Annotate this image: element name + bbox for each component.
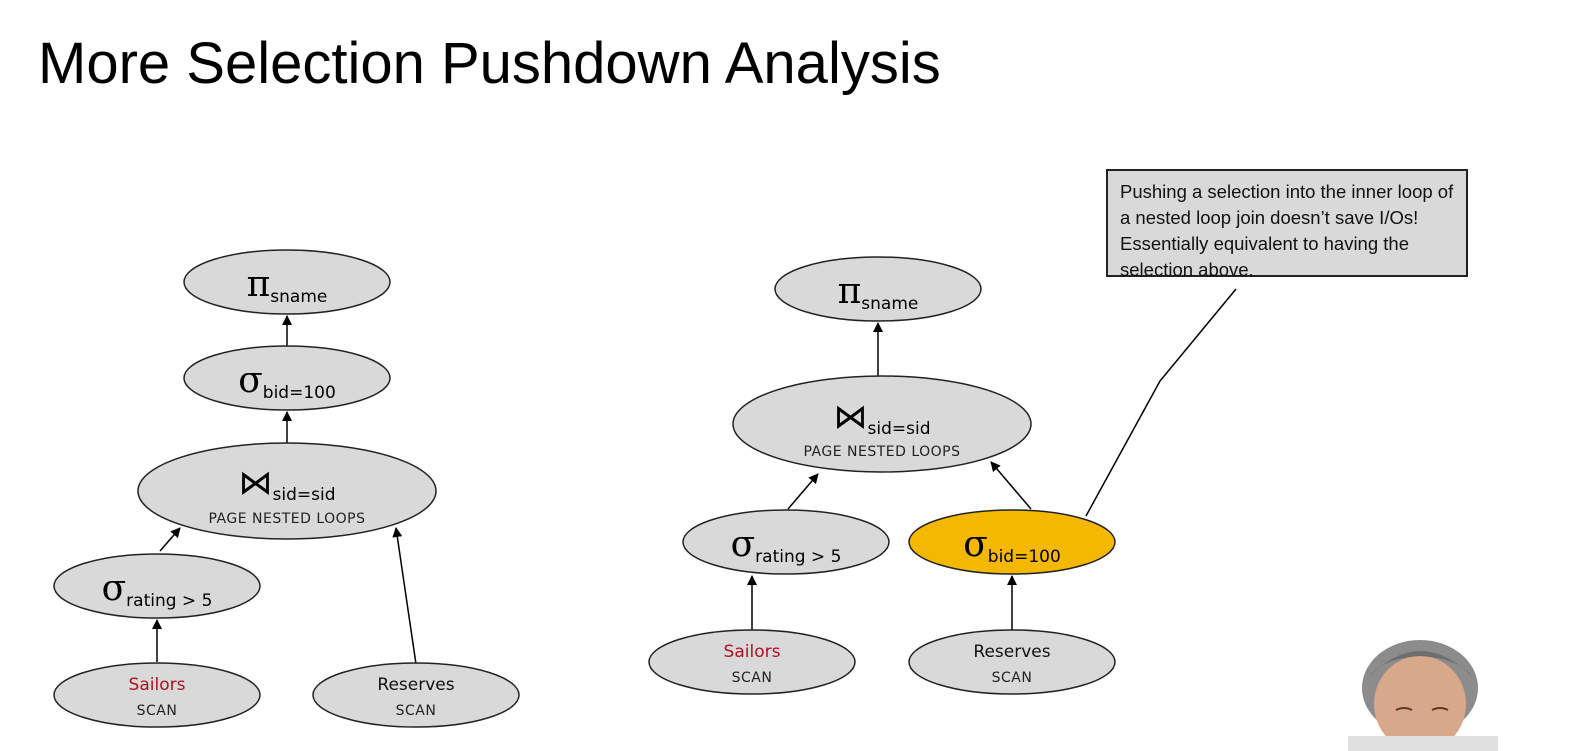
right-project-attribute: sname xyxy=(861,294,918,314)
svg-text:πsname: πsname xyxy=(838,271,919,314)
left-sailors-scan-node: Sailors SCAN xyxy=(53,662,261,728)
right-join-method: PAGE NESTED LOOPS xyxy=(803,444,960,460)
left-sailors-method: SCAN xyxy=(137,703,178,719)
right-select-rating-operator: σ xyxy=(731,524,756,565)
right-join-operator: ⋈ xyxy=(834,397,868,437)
left-select-rating-predicate: rating > 5 xyxy=(126,591,212,611)
right-select-bid-predicate: bid=100 xyxy=(988,547,1061,567)
left-join-method: PAGE NESTED LOOPS xyxy=(208,511,365,527)
right-select-bid-operator: σ xyxy=(963,524,988,565)
callout-box: Pushing a selection into the inner loop … xyxy=(1106,169,1468,280)
svg-text:σbid=100: σbid=100 xyxy=(238,360,336,403)
svg-text:⋈sid=sid: ⋈sid=sid xyxy=(239,463,336,505)
left-project-node: πsname xyxy=(183,249,391,315)
edge-right-select-bid-to-join xyxy=(990,461,1032,510)
right-select-rating-node: σrating > 5 xyxy=(682,509,890,575)
right-select-bid-node-highlighted: σbid=100 xyxy=(908,509,1116,575)
left-select-bid-operator: σ xyxy=(238,360,263,401)
left-join-predicate: sid=sid xyxy=(273,485,336,505)
slide-title: More Selection Pushdown Analysis xyxy=(38,31,941,96)
left-select-rating-operator: σ xyxy=(102,568,127,609)
edge-right-rating-to-join xyxy=(787,473,819,510)
callout-pointer-line xyxy=(1085,288,1237,517)
right-sailors-scan-node: Sailors SCAN xyxy=(648,629,856,695)
left-reserves-scan-node: Reserves SCAN xyxy=(312,662,520,728)
left-project-attribute: sname xyxy=(270,287,327,307)
svg-text:⋈sid=sid: ⋈sid=sid xyxy=(834,397,931,439)
left-select-bid-node: σbid=100 xyxy=(183,345,391,411)
left-plan: πsname σbid=100 ⋈sid=sid PAGE NESTED LOO… xyxy=(53,249,520,728)
svg-text:πsname: πsname xyxy=(247,264,328,307)
right-reserves-method: SCAN xyxy=(992,670,1033,686)
right-sailors-method: SCAN xyxy=(732,670,773,686)
svg-text:σrating > 5: σrating > 5 xyxy=(102,568,213,611)
left-select-rating-node: σrating > 5 xyxy=(53,553,261,619)
right-project-operator: π xyxy=(838,271,862,312)
left-join-operator: ⋈ xyxy=(239,463,273,503)
svg-text:σrating > 5: σrating > 5 xyxy=(731,524,842,567)
svg-text:σbid=100: σbid=100 xyxy=(963,524,1061,567)
left-select-bid-predicate: bid=100 xyxy=(263,383,336,403)
left-join-node: ⋈sid=sid PAGE NESTED LOOPS xyxy=(137,442,437,540)
presenter-video-thumbnail-icon xyxy=(1348,640,1498,751)
right-reserves-label: Reserves xyxy=(973,642,1050,662)
right-join-predicate: sid=sid xyxy=(868,419,931,439)
right-plan: πsname ⋈sid=sid PAGE NESTED LOOPS σratin… xyxy=(648,256,1237,695)
right-select-rating-predicate: rating > 5 xyxy=(755,547,841,567)
left-reserves-method: SCAN xyxy=(396,703,437,719)
left-project-operator: π xyxy=(247,264,271,305)
left-sailors-label: Sailors xyxy=(129,675,186,695)
right-reserves-scan-node: Reserves SCAN xyxy=(908,629,1116,695)
right-project-node: πsname xyxy=(774,256,982,322)
edge-left-rating-to-join xyxy=(159,527,181,552)
edge-left-reserves-to-join xyxy=(392,527,417,665)
right-join-node: ⋈sid=sid PAGE NESTED LOOPS xyxy=(732,375,1032,473)
right-sailors-label: Sailors xyxy=(724,642,781,662)
left-reserves-label: Reserves xyxy=(377,675,454,695)
